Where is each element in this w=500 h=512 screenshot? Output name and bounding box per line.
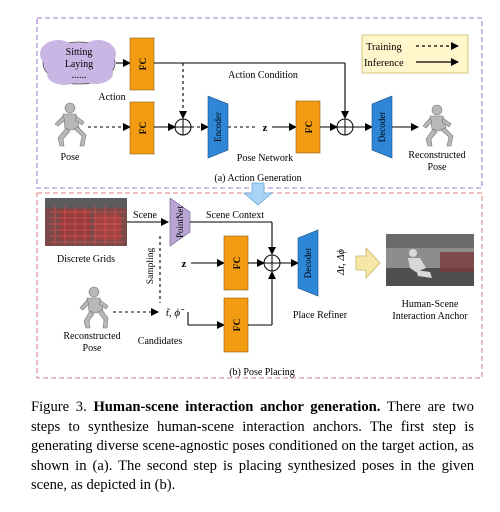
legend-inference-label: Inference <box>364 58 404 69</box>
candidates-label: Candidates <box>138 336 183 347</box>
place-refiner-label: Place Refiner <box>293 310 348 321</box>
candidates-symbols: t̃, ϕ̃ <box>166 307 185 319</box>
action-condition-label: Action Condition <box>228 70 298 81</box>
reconstructed-pose-figure-top <box>422 104 454 147</box>
decoder-top-block: Decoder <box>371 95 393 159</box>
delta-label: Δt, Δϕ <box>336 248 347 275</box>
sampling-label: Sampling <box>146 248 156 285</box>
section-b-border <box>36 192 483 379</box>
decoder-top-label: Decoder <box>377 112 387 142</box>
hsi-anchor-line2: Interaction Anchor <box>392 311 468 322</box>
reconstructed-pose-top-line2: Pose <box>428 162 447 173</box>
plus-node-1 <box>174 118 192 136</box>
cloud-laying: Laying <box>65 59 93 70</box>
decoder-bottom-block: Decoder <box>297 229 319 297</box>
action-label: Action <box>98 92 125 103</box>
caption-title: Human-scene interaction anchor generatio… <box>93 399 381 415</box>
fc-place-lower-label: FC <box>233 319 243 332</box>
figure-diagram: Training Inference Sitting Laying ......… <box>36 17 483 379</box>
z-top-label: z <box>263 122 268 134</box>
fc-place-upper-label: FC <box>233 257 243 270</box>
hsi-anchor-image <box>386 234 474 286</box>
z-bottom-label: z <box>182 258 187 270</box>
cloud-sitting: Sitting <box>66 47 93 58</box>
fc-place-upper-block: FC <box>223 235 249 291</box>
section-b-label: (b) Pose Placing <box>229 367 295 378</box>
discrete-grids-image <box>45 198 127 246</box>
scene-label: Scene <box>133 210 157 221</box>
pointnet-label: PointNet <box>175 206 185 239</box>
legend: Training Inference <box>361 34 469 74</box>
cloud-ellipsis: ...... <box>72 70 87 81</box>
fc-pose-block: FC <box>129 101 155 155</box>
output-arrow <box>355 246 381 280</box>
pose-figure-top <box>54 102 87 147</box>
pointnet-block: PointNet <box>169 197 191 247</box>
figure-caption: Figure 3. Human-scene interaction anchor… <box>31 398 474 496</box>
reconstructed-pose-bottom-line1: Reconstructed <box>63 331 120 342</box>
discrete-grids-label: Discrete Grids <box>57 254 115 265</box>
reconstructed-pose-top-line1: Reconstructed <box>408 150 465 161</box>
fc-pose-label: FC <box>139 122 149 135</box>
section-a-label: (a) Action Generation <box>214 173 301 184</box>
fc-middle-label: FC <box>305 121 315 134</box>
scene-context-label: Scene Context <box>206 210 264 221</box>
caption-figure-label: Figure 3. <box>31 399 87 415</box>
reconstructed-pose-bottom-line2: Pose <box>83 343 102 354</box>
reconstructed-pose-figure-bottom <box>79 286 109 329</box>
caption-body: There are two steps to synthesize human-… <box>31 399 474 494</box>
plus-node-2 <box>336 118 354 136</box>
fc-middle-block: FC <box>295 100 321 154</box>
action-cloud: Sitting Laying ...... <box>40 40 116 85</box>
pose-network-label: Pose Network <box>237 153 293 164</box>
fc-place-lower-block: FC <box>223 297 249 353</box>
legend-training-label: Training <box>366 42 403 53</box>
encoder-top-label: Encoder <box>213 112 223 142</box>
transition-arrow <box>242 182 274 206</box>
plus-node-3 <box>263 254 281 272</box>
pose-label: Pose <box>61 152 80 163</box>
section-a-border <box>36 17 483 189</box>
decoder-bottom-label: Decoder <box>303 248 313 278</box>
fc-action-block: FC <box>129 37 155 91</box>
encoder-top-block: Encoder <box>207 95 229 159</box>
fc-action-label: FC <box>139 58 149 71</box>
hsi-anchor-line1: Human-Scene <box>402 299 459 310</box>
